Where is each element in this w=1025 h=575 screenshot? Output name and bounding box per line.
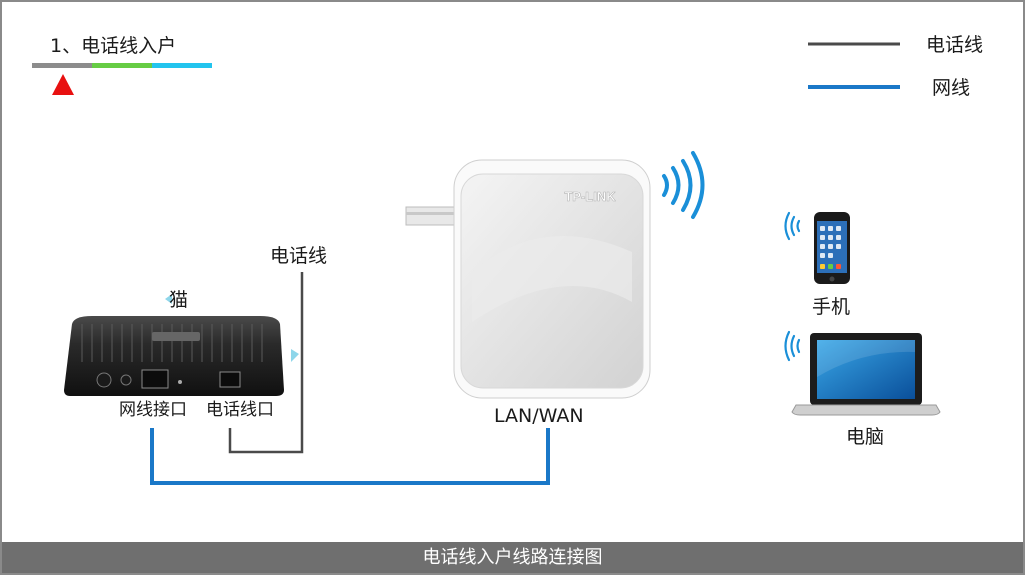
step-progress-bar — [32, 63, 212, 95]
smartphone-device — [814, 212, 850, 284]
modem-label: 猫 — [169, 289, 189, 311]
router-device: TP-LINK — [405, 159, 651, 399]
laptop-device-label: 电脑 — [846, 426, 885, 448]
modem-network-port-label: 网线接口 — [119, 400, 187, 420]
wifi-signal-icon — [662, 151, 705, 219]
phone-device-label: 手机 — [812, 296, 851, 318]
router-brand-logo: TP-LINK — [564, 189, 616, 204]
progress-segment-1 — [32, 63, 92, 68]
modem-phone-port-icon — [219, 371, 241, 388]
legend-network-cable-label: 网线 — [932, 77, 971, 99]
diagram-caption: 电话线入户线路连接图 — [422, 547, 603, 568]
phone-line-label: 电话线 — [270, 245, 328, 267]
small-arrow-icon — [165, 294, 172, 304]
small-arrow-icon — [291, 349, 299, 362]
modem-device — [64, 316, 284, 396]
progress-segment-2 — [92, 63, 152, 68]
current-step-marker — [52, 74, 74, 95]
legend-phone-line-label: 电话线 — [926, 34, 984, 56]
network-cable-connector — [150, 428, 550, 485]
diagram-caption-bar: 电话线入户线路连接图 — [2, 542, 1023, 573]
wifi-signal-icon — [784, 211, 801, 241]
modem-phone-port-label: 电话线口 — [206, 400, 274, 420]
laptop-device — [791, 333, 941, 416]
progress-segment-3 — [152, 63, 212, 68]
step-title: 1、电话线入户 — [50, 35, 177, 57]
phone-line-connector — [228, 272, 304, 454]
router-port-label: LAN/WAN — [494, 405, 584, 427]
wifi-signal-icon — [784, 330, 801, 362]
modem-network-port-icon — [141, 369, 169, 389]
